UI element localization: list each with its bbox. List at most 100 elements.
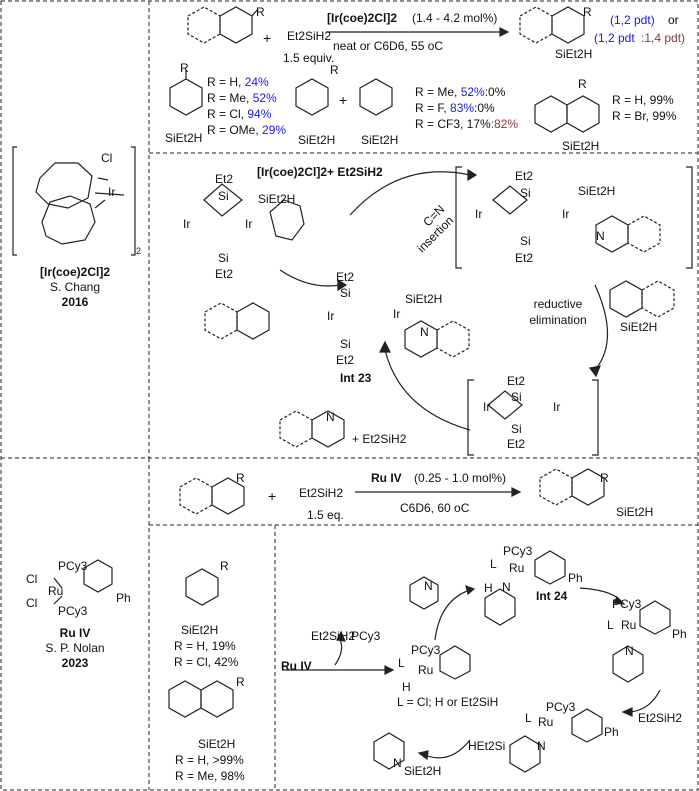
bottom-reactant xyxy=(179,477,245,515)
pyr-result-3: R = OMe, 29% xyxy=(207,123,287,137)
top-outcome-or: or xyxy=(668,13,679,27)
pyr-sieth: SiEt2H xyxy=(165,131,203,145)
top-catalyst-label: [Ir(coe)2Cl]2 xyxy=(327,11,398,25)
ru-c3-pcy3: PCy3 xyxy=(612,597,642,611)
ir-cycle-rings xyxy=(204,185,675,448)
ru-pyr-result-1: R = Cl, 42% xyxy=(174,655,239,669)
ru-c4-ru: Ru xyxy=(538,715,554,729)
dihydro-sieth-2: SiEt2H xyxy=(361,133,399,147)
dihydro-result-1: R = F, 83%:0% xyxy=(415,101,495,115)
ru-c4-l: L xyxy=(525,711,532,725)
ru-silane-in: Et2SiH2 xyxy=(638,711,683,725)
ru-c1-h: H xyxy=(402,680,411,694)
bottom-silane: Et2SiH2 xyxy=(299,486,344,500)
ru-cat-year: 2023 xyxy=(61,656,89,670)
ir-c1-ir-right: Ir xyxy=(245,217,253,231)
ru-c3-n: N xyxy=(625,644,634,658)
ru-c3-ru: Ru xyxy=(621,618,637,632)
ru-c1-pcy3: PCy3 xyxy=(411,643,441,657)
ir-cycle-brackets xyxy=(455,166,693,456)
ru-cycle-silane: Et2SiH2 xyxy=(311,629,356,643)
ru-c2-h: H xyxy=(484,581,493,595)
ir-c1-ir-left: Ir xyxy=(183,217,191,231)
ru-c4-ph: Ph xyxy=(604,725,619,739)
ru-product-sieth: SiEt2H xyxy=(404,764,442,778)
top-silane: Et2SiH2 xyxy=(287,29,332,43)
ir-cycle-arrows xyxy=(279,168,609,431)
ru-cat-cl1: Cl xyxy=(26,572,38,586)
ir-cat-ir: Ir xyxy=(108,185,116,199)
top-arrow xyxy=(326,27,510,37)
ru-c4-n: N xyxy=(537,739,546,753)
ir-intermediate-23: Int 23 xyxy=(340,371,372,385)
pyr-result-1: R = Me, 52% xyxy=(207,91,277,105)
ru-c4-pcy3: PCy3 xyxy=(546,700,576,714)
ir-c2-ir-right: Ir xyxy=(562,207,570,221)
ir-c4-et2b: Et2 xyxy=(507,437,526,451)
ru-isoq-result-1: R = Me, 98% xyxy=(175,769,245,783)
ru-c1-ru: Ru xyxy=(418,663,434,677)
top-outcome-12b: (1,2 pdt xyxy=(594,31,635,45)
ru-cat-author: S. P. Nolan xyxy=(45,641,105,655)
isoq-result-1: R = Br, 99% xyxy=(612,109,677,123)
ir-int-n: N xyxy=(420,325,429,339)
ir-catalyst-structure xyxy=(12,146,136,256)
top-outcome-14: :1,4 pdt) xyxy=(641,31,686,45)
ir-cat-subscript: 2 xyxy=(136,246,142,256)
bottom-equiv: 1.5 eq. xyxy=(307,508,344,522)
dihydro-result-2: R = CF3, 17%:82% xyxy=(415,117,519,131)
ir-cat-cl: Cl xyxy=(101,151,113,165)
ir-int-sieth: SiEt2H xyxy=(405,292,443,306)
ru-c4-hetsi: HEt2Si xyxy=(468,739,506,753)
top-product xyxy=(519,6,585,44)
isoq-r: R xyxy=(578,77,587,91)
top-plus: + xyxy=(263,30,272,46)
ir-int-et2a: Et2 xyxy=(336,270,355,284)
ir-step-reductive: reductive xyxy=(533,297,583,311)
ru-free-pyr-n: N xyxy=(424,579,433,593)
ru-cat-cl2: Cl xyxy=(26,596,38,610)
top-product-sieth: SiEt2H xyxy=(555,47,593,61)
ir-c4-si-a: Si xyxy=(511,390,522,404)
top-product-substituent: R xyxy=(583,5,592,19)
dihydro-result-0: R = Me, 52%:0% xyxy=(415,85,506,99)
ru-ligand-def: L = Cl; H or Et2SiH xyxy=(397,695,499,709)
ru-intermediate-24: Int 24 xyxy=(536,589,568,603)
ru-cat-label: Ru IV xyxy=(59,626,91,640)
ir-c4-ir-left: Ir xyxy=(483,400,491,414)
ru-product-n: N xyxy=(393,756,402,770)
pyr-result-2: R = Cl, 94% xyxy=(207,107,272,121)
ir-product-sieth: SiEt2H xyxy=(620,320,658,334)
ir-cat-formula: [Ir(coe)2Cl]2 xyxy=(39,265,110,279)
top-outcome-12: (1,2 pdt) xyxy=(610,13,655,27)
ir-c2-et2b: Et2 xyxy=(515,251,534,265)
ru-c2-ru: Ru xyxy=(509,561,525,575)
ru-cycle-graphics xyxy=(282,550,671,773)
ir-int-ir-right: Ir xyxy=(393,307,401,321)
pyr-result-0: R = H, 24% xyxy=(207,75,269,89)
bottom-conditions: C6D6, 60 oC xyxy=(400,501,470,515)
isoq-result-0: R = H, 99% xyxy=(612,93,674,107)
ru-cycle-start: Ru IV xyxy=(281,659,312,673)
ir-c2-n: N xyxy=(596,229,605,243)
bottom-product-sieth: SiEt2H xyxy=(616,505,654,519)
ir-cat-year: 2016 xyxy=(61,295,89,309)
ir-c2-sieth: SiEt2H xyxy=(578,184,616,198)
ir-step-elimination: elimination xyxy=(529,313,587,327)
ru-c3-l: L xyxy=(607,618,614,632)
ir-cat-author: S. Chang xyxy=(49,280,101,294)
bottom-plus: + xyxy=(268,488,277,504)
ir-c4-si-b: Si xyxy=(511,422,522,436)
bottom-loading: (0.25 - 1.0 mol%) xyxy=(414,471,507,485)
dihydropyridine-1 xyxy=(169,70,203,116)
ir-c2-ir-left: Ir xyxy=(475,207,483,221)
ru-pyr-r: R xyxy=(220,559,229,573)
ir-c2-et2a: Et2 xyxy=(515,169,534,183)
ir-c1-si-b: Si xyxy=(218,251,229,265)
ru-cycle-pcy3-loss: PCy3 xyxy=(351,629,381,643)
top-substituent: R xyxy=(256,5,265,19)
ir-plus-silane: + Et2SiH2 xyxy=(352,432,407,446)
ir-c2-si-a: Si xyxy=(520,186,531,200)
ru-c2-pcy3: PCy3 xyxy=(503,544,533,558)
